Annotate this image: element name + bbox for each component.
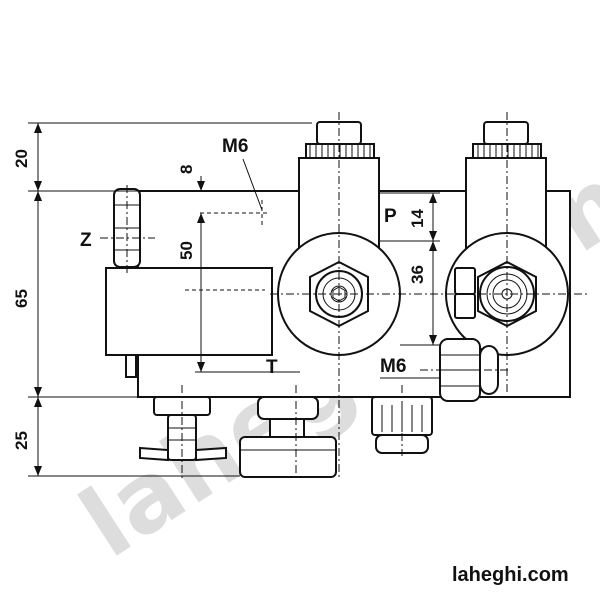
dim-z-to-t: 50: [177, 241, 196, 260]
label-thread-side: M6: [380, 356, 406, 377]
dim-top-height: 20: [12, 149, 31, 168]
dim-port-spacing: 36: [408, 265, 427, 284]
label-port-z: Z: [80, 230, 92, 251]
side-plug: [454, 267, 476, 319]
dimension-lines: [28, 122, 440, 477]
dim-port-p-height: 14: [408, 209, 427, 228]
top-knob-right: [465, 121, 547, 249]
dim-top-offset: 8: [177, 165, 196, 174]
label-port-t: T: [266, 357, 278, 378]
dim-bottom-height: 25: [12, 431, 31, 450]
label-port-p: P: [384, 206, 397, 227]
centerlines: [100, 112, 590, 480]
dim-body-height: 65: [12, 289, 31, 308]
footer-url[interactable]: laheghi.com: [452, 564, 569, 586]
label-thread-top: M6: [222, 136, 248, 157]
bottom-knob-center: [239, 396, 337, 478]
